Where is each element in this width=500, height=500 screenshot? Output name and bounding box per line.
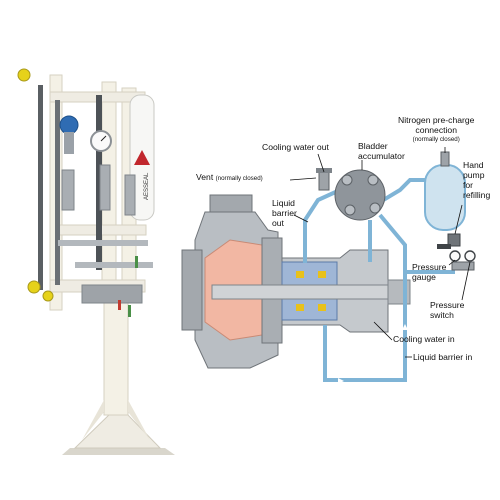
discharge-flange <box>209 194 253 214</box>
label-hand-pump-line3: for <box>463 180 474 190</box>
stand-gusset-right <box>128 400 150 440</box>
vent-valve-cap <box>316 168 332 173</box>
pressure-switch-icon <box>464 250 476 262</box>
leader-cooling-out <box>317 153 325 173</box>
yellow-cap-bottom-right <box>42 290 54 302</box>
yellow-cap-top <box>17 68 31 82</box>
accumulator-port-1 <box>341 174 353 186</box>
label-pressure-gauge-line2: gauge <box>412 272 436 282</box>
label-pressure-switch-line1: Pressure <box>430 300 465 310</box>
stand-base <box>62 448 175 455</box>
seal-face-yellow-top-2 <box>318 271 326 278</box>
brand-text: AESSEAL <box>144 172 150 200</box>
bladder-accumulator <box>334 169 386 221</box>
label-liquid-out-line2: barrier <box>272 208 297 218</box>
leader-lines <box>289 147 471 358</box>
vent-valve <box>318 171 330 191</box>
label-hand-pump-line2: pump <box>463 170 485 180</box>
label-bladder: Bladder accumulator <box>358 141 405 161</box>
handle-red <box>118 300 121 310</box>
valve-cluster-3 <box>124 174 136 216</box>
pump-shaft <box>211 284 403 300</box>
hand-pump-handle <box>437 244 451 249</box>
flow-arrow-up <box>402 324 408 330</box>
label-hand-pump-line1: Hand <box>463 160 484 170</box>
stand-column <box>103 289 129 416</box>
pipe-horizontal-1 <box>58 240 148 246</box>
label-vent: Vent (normally closed) <box>196 172 263 184</box>
label-bladder-line2: accumulator <box>358 151 405 161</box>
label-hand-pump: Hand pump for refilling <box>463 160 490 200</box>
label-nitrogen-line2: connection <box>415 125 457 135</box>
handle-green-2 <box>128 305 131 317</box>
accumulator-port-2 <box>367 174 379 186</box>
pipe-cooling-water-in <box>373 178 430 207</box>
label-liquid-out-line1: Liquid <box>272 198 295 208</box>
handle-green-1 <box>135 256 138 268</box>
nitrogen-connection <box>440 151 450 167</box>
label-vent-main: Vent <box>196 172 214 182</box>
accumulator-port-3 <box>344 204 356 216</box>
label-nitrogen-line1: Nitrogen pre-charge <box>398 115 475 125</box>
label-pressure-gauge-line1: Pressure <box>412 262 447 272</box>
pipe-horizontal-2 <box>75 262 153 268</box>
label-nitrogen: Nitrogen pre-charge connection (normally… <box>398 115 474 145</box>
leader-cooling-in <box>373 321 393 341</box>
label-bladder-line1: Bladder <box>358 141 388 151</box>
label-pressure-switch-line2: switch <box>430 310 454 320</box>
leader-pressure-switch <box>461 261 471 301</box>
seal-face-yellow-bottom <box>296 304 304 311</box>
flow-arrow-in <box>338 378 344 384</box>
label-liquid-out: Liquid barrier out <box>272 198 297 228</box>
label-nitrogen-note: (normally closed) <box>412 136 460 143</box>
brand-logo <box>134 150 150 165</box>
level-gauge-left <box>38 85 43 290</box>
gauge-manifold <box>451 261 475 271</box>
level-gauge-right <box>55 100 60 285</box>
gauge-needle <box>100 135 107 142</box>
label-hand-pump-line4: refilling <box>463 190 491 200</box>
pressure-gauge-icon <box>449 250 461 262</box>
leader-vent <box>289 177 317 181</box>
leader-liquid-out <box>293 214 309 223</box>
valve-cluster-2 <box>99 164 111 211</box>
label-vent-note: (normally closed) <box>215 175 263 182</box>
label-liquid-out-line3: out <box>272 218 284 228</box>
seal-face-yellow-bottom-2 <box>318 304 326 311</box>
leader-pressure-gauge <box>448 259 456 266</box>
label-cooling-out: Cooling water out <box>262 142 329 152</box>
hand-pump <box>447 233 461 247</box>
manifold-valves <box>81 284 143 304</box>
label-cooling-in: Cooling water in <box>393 334 455 344</box>
label-liquid-in: Liquid barrier in <box>413 352 473 362</box>
leader-hand-pump <box>454 204 463 235</box>
nitrogen-vessel <box>424 164 466 231</box>
valve-cluster-1 <box>61 169 75 211</box>
pipe-liquid-barrier-out <box>303 188 341 263</box>
yellow-cap-bottom-left <box>27 280 41 294</box>
transmitter-body <box>64 132 74 154</box>
seal-face-yellow-top <box>296 271 304 278</box>
accumulator-port-4 <box>369 202 381 214</box>
label-pressure-gauge: Pressure gauge <box>412 262 446 282</box>
suction-flange <box>181 249 203 331</box>
label-pressure-switch: Pressure switch <box>430 300 464 320</box>
level-sight-glass <box>96 95 102 270</box>
stand-gusset-left <box>82 400 104 440</box>
pipe-to-accumulator <box>378 213 455 274</box>
